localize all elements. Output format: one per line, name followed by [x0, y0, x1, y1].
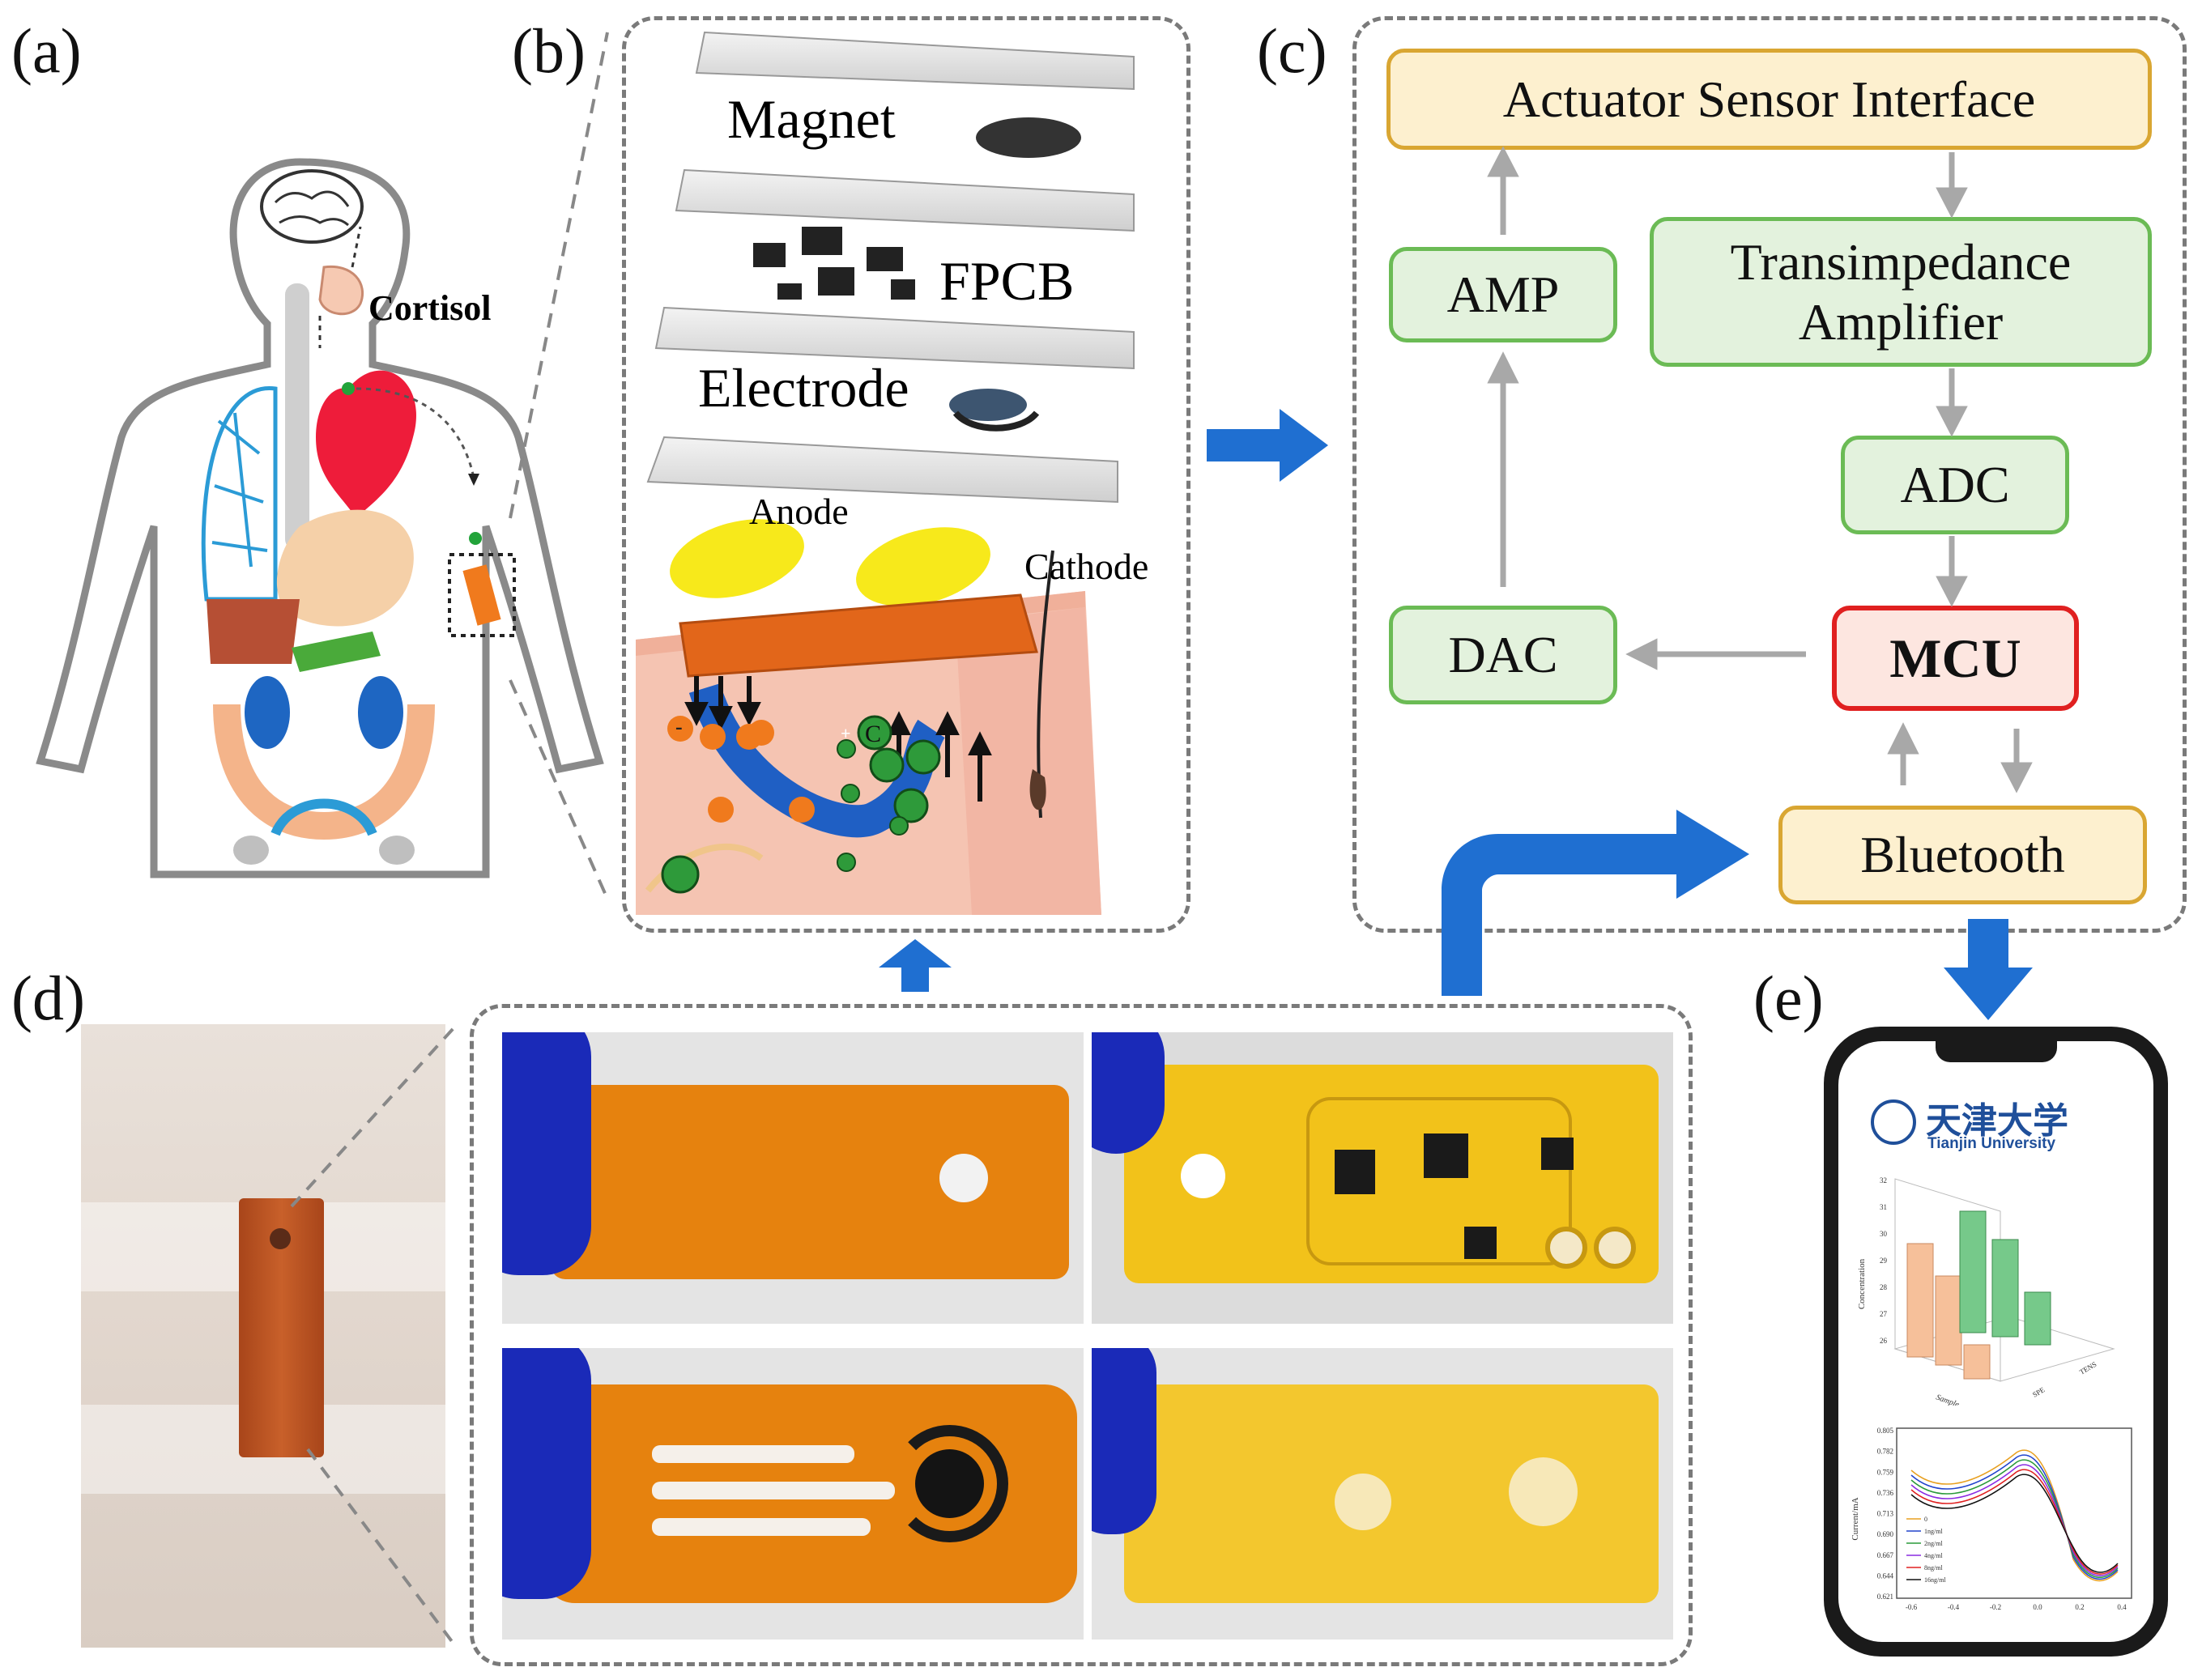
amp-block: AMP [1389, 247, 1617, 342]
phone-notch [1936, 1041, 2057, 1062]
line-chart-ytick: 0.782 [1877, 1448, 1893, 1456]
skin-patch-photo [81, 1024, 445, 1648]
bar-chart-zlabel-tens: TENS [2078, 1360, 2098, 1376]
university-logo-english: Tianjin University [1927, 1135, 2056, 1152]
line-chart-xtick: -0.2 [1990, 1603, 2001, 1611]
actuator-sensor-interface-block: Actuator Sensor Interface [1386, 49, 2152, 150]
arrow-d-to-b [879, 939, 952, 992]
bar-chart-ytick: 26 [1880, 1337, 1888, 1345]
legend-entry: 16ng/ml [1924, 1576, 1946, 1584]
cortisol-label: Cortisol [368, 288, 492, 328]
panel-c-frame [1352, 16, 2187, 933]
zoom-connector-lines-d [290, 1027, 455, 1645]
exploded-device-diagram [636, 31, 1135, 915]
panel-label-e: (e) [1753, 963, 1824, 1033]
line-chart-ytick: 0.736 [1877, 1489, 1894, 1497]
gloved-hand [502, 1348, 591, 1599]
legend-entry: 2ng/ml [1924, 1540, 1943, 1547]
line-chart-ytick: 0.644 [1877, 1572, 1894, 1580]
panel-label-a: (a) [11, 15, 82, 86]
photo-magnet-layer [502, 1032, 1084, 1324]
adc-block: ADC [1841, 436, 2069, 534]
bar-chart-ytick: 32 [1880, 1176, 1887, 1185]
cathode-label: Cathode [1024, 546, 1149, 587]
cortisol-molecule-symbol: C [865, 721, 882, 747]
fpcb-label: FPCB [939, 250, 1075, 312]
current-curve [1910, 1454, 2119, 1580]
current-curve [1910, 1449, 2119, 1582]
legend-entry: 4ng/ml [1924, 1552, 1943, 1559]
bar-chart-zlabel-spe: SPE [2031, 1385, 2047, 1399]
electrode-label: Electrode [698, 357, 909, 419]
gloved-hand [1092, 1032, 1165, 1154]
line-chart-xtick: -0.6 [1906, 1603, 1918, 1611]
negative-ion-symbol: - [675, 715, 683, 738]
block-diagram-arrows [1487, 146, 2033, 793]
bar-chart-ytick: 30 [1880, 1230, 1888, 1238]
gloved-hand [1092, 1348, 1156, 1534]
line-chart-ytick: 0.713 [1877, 1510, 1894, 1518]
arrow-c-to-e [1944, 919, 2033, 1020]
positive-ion-symbol: + [841, 723, 851, 743]
line-chart-xtick: 0.2 [2075, 1603, 2084, 1611]
tia-line-2: Amplifier [1798, 292, 2004, 351]
photo-fpcb-layer [1092, 1032, 1673, 1324]
bar-chart-ytick: 28 [1880, 1283, 1888, 1291]
arrow-b-to-c [1207, 409, 1328, 482]
current-line-chart: 0.805 0.782 0.759 0.736 0.713 0.690 0.667 0.644… [1851, 1427, 2132, 1611]
line-chart-ytick: 0.759 [1877, 1468, 1894, 1476]
line-chart-ytick: 0.621 [1877, 1593, 1893, 1601]
current-curve [1910, 1474, 2119, 1573]
photo-electrode-layer [502, 1348, 1084, 1640]
panel-label-b: (b) [512, 15, 586, 86]
panel-d-frame [470, 1004, 1693, 1666]
bar-chart-ylabel: Concentration [1857, 1258, 1867, 1309]
line-chart-ylabel: Current/mA [1851, 1497, 1860, 1540]
line-chart-xtick: -0.4 [1948, 1603, 1960, 1611]
line-chart-ytick: 0.690 [1877, 1530, 1894, 1538]
photo-electrode-back [1092, 1348, 1673, 1640]
panel-label-c: (c) [1257, 15, 1327, 86]
university-logo-chinese: 天津大学 [1926, 1100, 2068, 1142]
line-chart-ytick: 0.805 [1877, 1427, 1894, 1435]
bar-chart-ytick: 31 [1880, 1203, 1887, 1211]
panel-label-d: (d) [11, 963, 85, 1033]
dac-block: DAC [1389, 606, 1617, 704]
line-chart-xtick: 0.0 [2033, 1603, 2042, 1611]
line-chart-ytick: 0.667 [1877, 1551, 1894, 1559]
smartphone: 天津大学 Tianjin University 32 31 30 29 28 27 26 C… [1824, 1027, 2168, 1657]
phone-screen: 天津大学 Tianjin University 32 31 30 29 28 27 26 C… [1838, 1041, 2153, 1642]
current-curve [1910, 1464, 2119, 1576]
bar-chart-ytick: 27 [1880, 1310, 1888, 1318]
mcu-block: MCU [1832, 606, 2079, 711]
bar-chart-xlabel: Sample [1935, 1393, 1961, 1406]
gloved-hand [502, 1032, 591, 1275]
current-curve [1910, 1459, 2119, 1578]
legend-entry: 0 [1924, 1516, 1927, 1523]
legend-entry: 8ng/ml [1924, 1564, 1943, 1572]
magnet-label: Magnet [727, 88, 896, 150]
anode-label: Anode [749, 491, 849, 532]
human-body-illustration [36, 158, 604, 878]
zoom-connector-lines-ab [509, 32, 609, 900]
transimpedance-amplifier-block: Transimpedance Amplifier [1650, 217, 2152, 367]
bar-chart-ytick: 29 [1880, 1257, 1888, 1265]
bluetooth-block: Bluetooth [1778, 806, 2147, 904]
tia-line-1: Transimpedance [1730, 232, 2072, 291]
university-seal-icon [1871, 1099, 1916, 1145]
panel-b-frame [622, 16, 1190, 933]
arrow-d-to-bluetooth [1442, 810, 1749, 996]
current-curve [1910, 1469, 2119, 1575]
legend-entry: 1ng/ml [1924, 1528, 1943, 1535]
line-chart-xtick: 0.4 [2117, 1603, 2127, 1611]
